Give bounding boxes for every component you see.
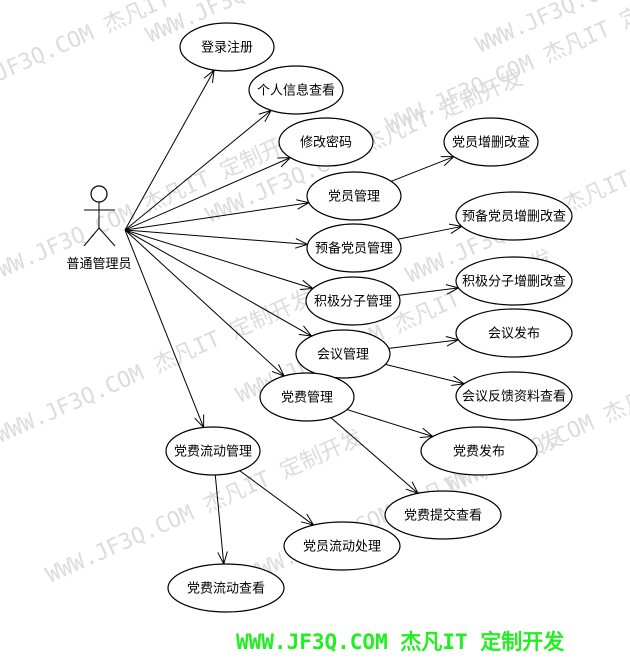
use-case-member_flow bbox=[283, 521, 401, 571]
association-line-prep-prep_crud bbox=[397, 225, 462, 240]
use-case-password bbox=[278, 117, 374, 167]
use-case-meeting_fb bbox=[455, 371, 573, 421]
association-line-meeting-meeting_fb bbox=[385, 363, 465, 385]
use-case-label: 党费提交查看 bbox=[404, 508, 482, 524]
association-line-actor-login bbox=[124, 69, 215, 231]
use-case-label: 修改密码 bbox=[300, 135, 352, 151]
use-case-profile bbox=[248, 65, 344, 115]
use-case-label: 会议发布 bbox=[488, 326, 540, 342]
use-case-label: 预备党员增删改查 bbox=[462, 209, 566, 225]
association-line-member-member_crud bbox=[391, 156, 454, 182]
association-line-actor-fee bbox=[124, 229, 285, 377]
use-case-meeting bbox=[295, 329, 391, 379]
use-case-feeflow bbox=[165, 426, 261, 476]
association-line-actor-member bbox=[124, 202, 309, 231]
use-case-label: 党费发布 bbox=[453, 444, 505, 460]
use-case-label: 党费流动查看 bbox=[187, 581, 265, 597]
actor-label: 普通管理员 bbox=[66, 257, 131, 272]
use-case-prep bbox=[306, 223, 402, 273]
association-line-meeting-meeting_pub bbox=[388, 339, 459, 349]
actor-legs-icon bbox=[83, 227, 116, 247]
use-case-activist bbox=[305, 276, 401, 326]
use-case-label: 党费流动管理 bbox=[174, 445, 252, 460]
use-case-prep_crud bbox=[455, 191, 573, 241]
use-case-feeflow_view bbox=[167, 563, 285, 613]
association-line-actor-meeting bbox=[124, 229, 312, 337]
association-line-actor-prep bbox=[124, 229, 308, 245]
use-case-label: 积极分子增删改查 bbox=[462, 275, 566, 290]
use-case-label: 会议反馈资料查看 bbox=[462, 389, 566, 405]
use-case-fee_pub bbox=[420, 426, 538, 476]
association-line-actor-password bbox=[124, 157, 291, 231]
use-case-label: 党费管理 bbox=[281, 391, 333, 406]
use-case-activist_crud bbox=[455, 256, 573, 306]
use-case-label: 党员管理 bbox=[328, 190, 380, 205]
association-line-feeflow-member_flow bbox=[239, 470, 314, 526]
use-case-label: 登录注册 bbox=[201, 41, 253, 56]
association-line-actor-profile bbox=[124, 109, 272, 231]
use-case-member bbox=[306, 171, 402, 221]
use-case-label: 会议管理 bbox=[317, 348, 369, 363]
use-case-login bbox=[179, 22, 275, 72]
association-line-actor-activist bbox=[124, 229, 314, 289]
association-line-fee-fee_submit bbox=[330, 417, 419, 494]
association-line-actor-feeflow bbox=[124, 229, 205, 428]
association-line-feeflow-feeflow_view bbox=[214, 474, 225, 565]
use-case-label: 积极分子管理 bbox=[314, 295, 392, 310]
actor-head-icon bbox=[90, 185, 108, 203]
use-case-meeting_pub bbox=[455, 308, 573, 358]
use-case-member_crud bbox=[443, 117, 539, 167]
use-case-label: 预备党员管理 bbox=[315, 241, 393, 257]
use-case-fee_submit bbox=[384, 490, 502, 540]
association-line-fee-fee_pub bbox=[346, 409, 433, 437]
use-case-label: 党员增删改查 bbox=[452, 136, 530, 151]
use-case-label: 个人信息查看 bbox=[257, 83, 335, 99]
footer-brand-text: WWW.JF3Q.COM 杰凡IT 定制开发 bbox=[236, 630, 565, 654]
association-line-activist-activist_crud bbox=[398, 287, 459, 296]
use-case-label: 党员流动处理 bbox=[303, 540, 381, 555]
use-case-fee bbox=[259, 372, 355, 422]
